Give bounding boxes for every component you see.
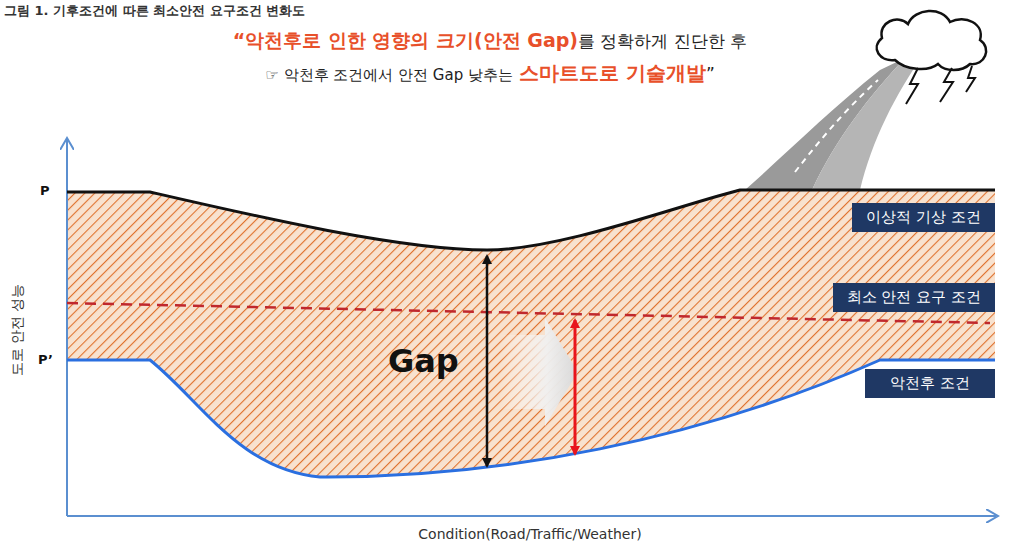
axis-title: 도로 안전 성능 (9, 284, 27, 377)
axis-mark: P (40, 183, 50, 198)
quote-text: ” (706, 64, 715, 84)
condition-label: 악천후 조건 (890, 374, 970, 392)
condition-box: 악천후 조건 (865, 369, 995, 398)
quote-line: ☞ 악천후 조건에서 안전 Gap 낮추는 스마트도로 기술개발” (0, 60, 980, 87)
figure-title: 그림 1. 기후조건에 따른 최소안전 요구조건 변화도 (4, 2, 305, 20)
axis-mark: P’ (38, 352, 53, 367)
condition-box: 최소 안전 요구 조건 (833, 283, 995, 312)
quote-text: 를 정확하게 진단한 후 (578, 31, 747, 51)
gap-label: Gap (388, 342, 459, 380)
quote-text: “악천후로 인한 영향의 크기(안전 Gap) (233, 29, 578, 51)
condition-label: 최소 안전 요구 조건 (847, 288, 981, 306)
condition-label: 이상적 기상 조건 (866, 208, 981, 226)
condition-box: 이상적 기상 조건 (852, 203, 995, 232)
quote-text: ☞ 악천후 조건에서 안전 Gap 낮추는 (265, 66, 513, 84)
axis-title: Condition(Road/Traffic/Weather) (418, 526, 641, 542)
quote-text: 스마트도로 기술개발 (519, 61, 706, 85)
quote-line: “악천후로 인한 영향의 크기(안전 Gap)를 정확하게 진단한 후 (0, 28, 980, 54)
